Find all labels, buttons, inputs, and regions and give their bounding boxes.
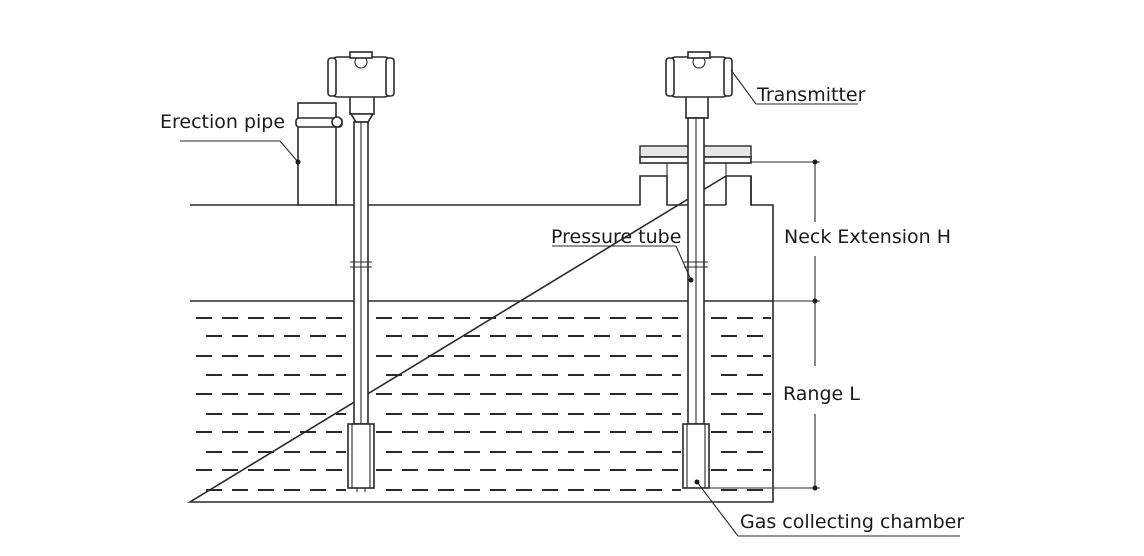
right-transmitter-assembly (639, 51, 752, 489)
gas-chamber-label: Gas collecting chamber (740, 511, 964, 533)
tank (187, 175, 774, 503)
range-label: Range L (783, 383, 860, 405)
pressure-tube-label: Pressure tube (551, 226, 681, 248)
liquid (196, 317, 771, 491)
right-transmitter-head (665, 51, 733, 98)
leader-lines (180, 69, 960, 537)
dimension-lines (700, 159, 820, 491)
left-transmitter-assembly (295, 51, 395, 492)
transmitter-label: Transmitter (756, 84, 866, 106)
left-transmitter-head (327, 51, 395, 98)
erection-pipe-label: Erection pipe (160, 111, 285, 133)
neck-extension-label: Neck Extension H (784, 226, 951, 248)
